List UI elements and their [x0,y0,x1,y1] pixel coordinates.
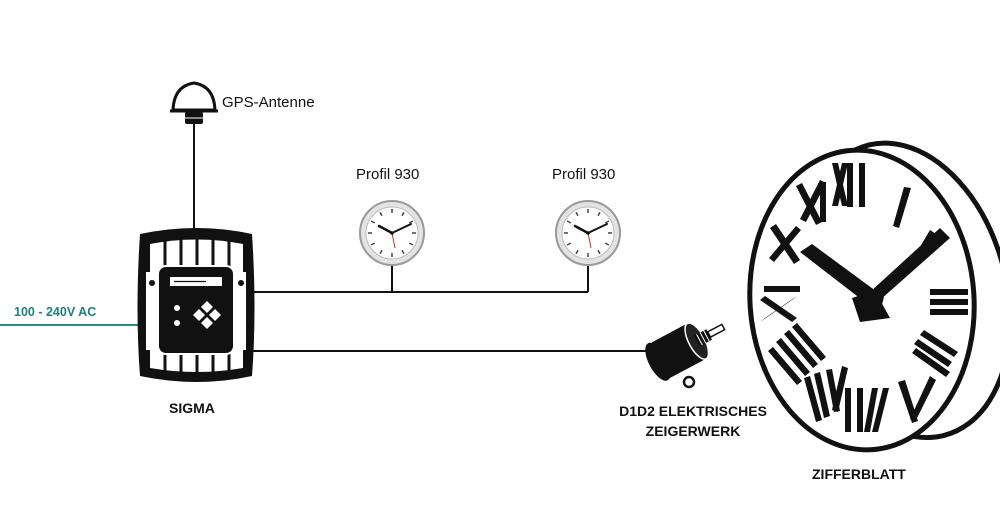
movement-label-line1: D1D2 ELEKTRISCHES [619,403,767,419]
zifferblatt-dial-icon [747,140,1000,453]
dial-label: ZIFFERBLATT [812,466,906,482]
movement-label-line2: ZEIGERWERK [645,423,741,439]
sigma-controller-icon [137,228,255,382]
clock-bus-line [252,262,589,293]
profil-930-clock-left-icon [359,200,425,266]
profil-930-left-label: Profil 930 [356,166,420,183]
d1d2-movement-icon [645,322,726,389]
profil-930-clock-right-icon [555,200,621,266]
sigma-label: SIGMA [169,400,215,416]
power-supply-label: 100 - 240V AC [14,305,97,319]
movement-label: D1D2 ELEKTRISCHES ZEIGERWERK [598,401,788,441]
gps-antenna-icon [170,81,218,124]
gps-antenna-label: GPS-Antenne [222,94,315,111]
profil-930-right-label: Profil 930 [552,166,616,183]
